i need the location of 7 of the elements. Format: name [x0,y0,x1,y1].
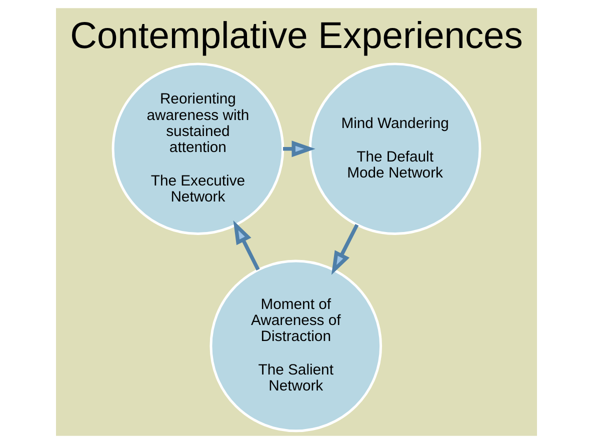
node-circle: Reorienting awareness with sustained attention The Executive Network [112,62,284,236]
arrow [283,140,316,158]
node-circle: Moment of Awareness of Distraction The Salient Network [210,260,382,432]
node-circle: Mind Wandering The Default Mode Network [308,62,482,236]
arrow [233,220,260,271]
diagram-title: Contemplative Experiences [70,14,523,56]
arrow [331,224,359,275]
